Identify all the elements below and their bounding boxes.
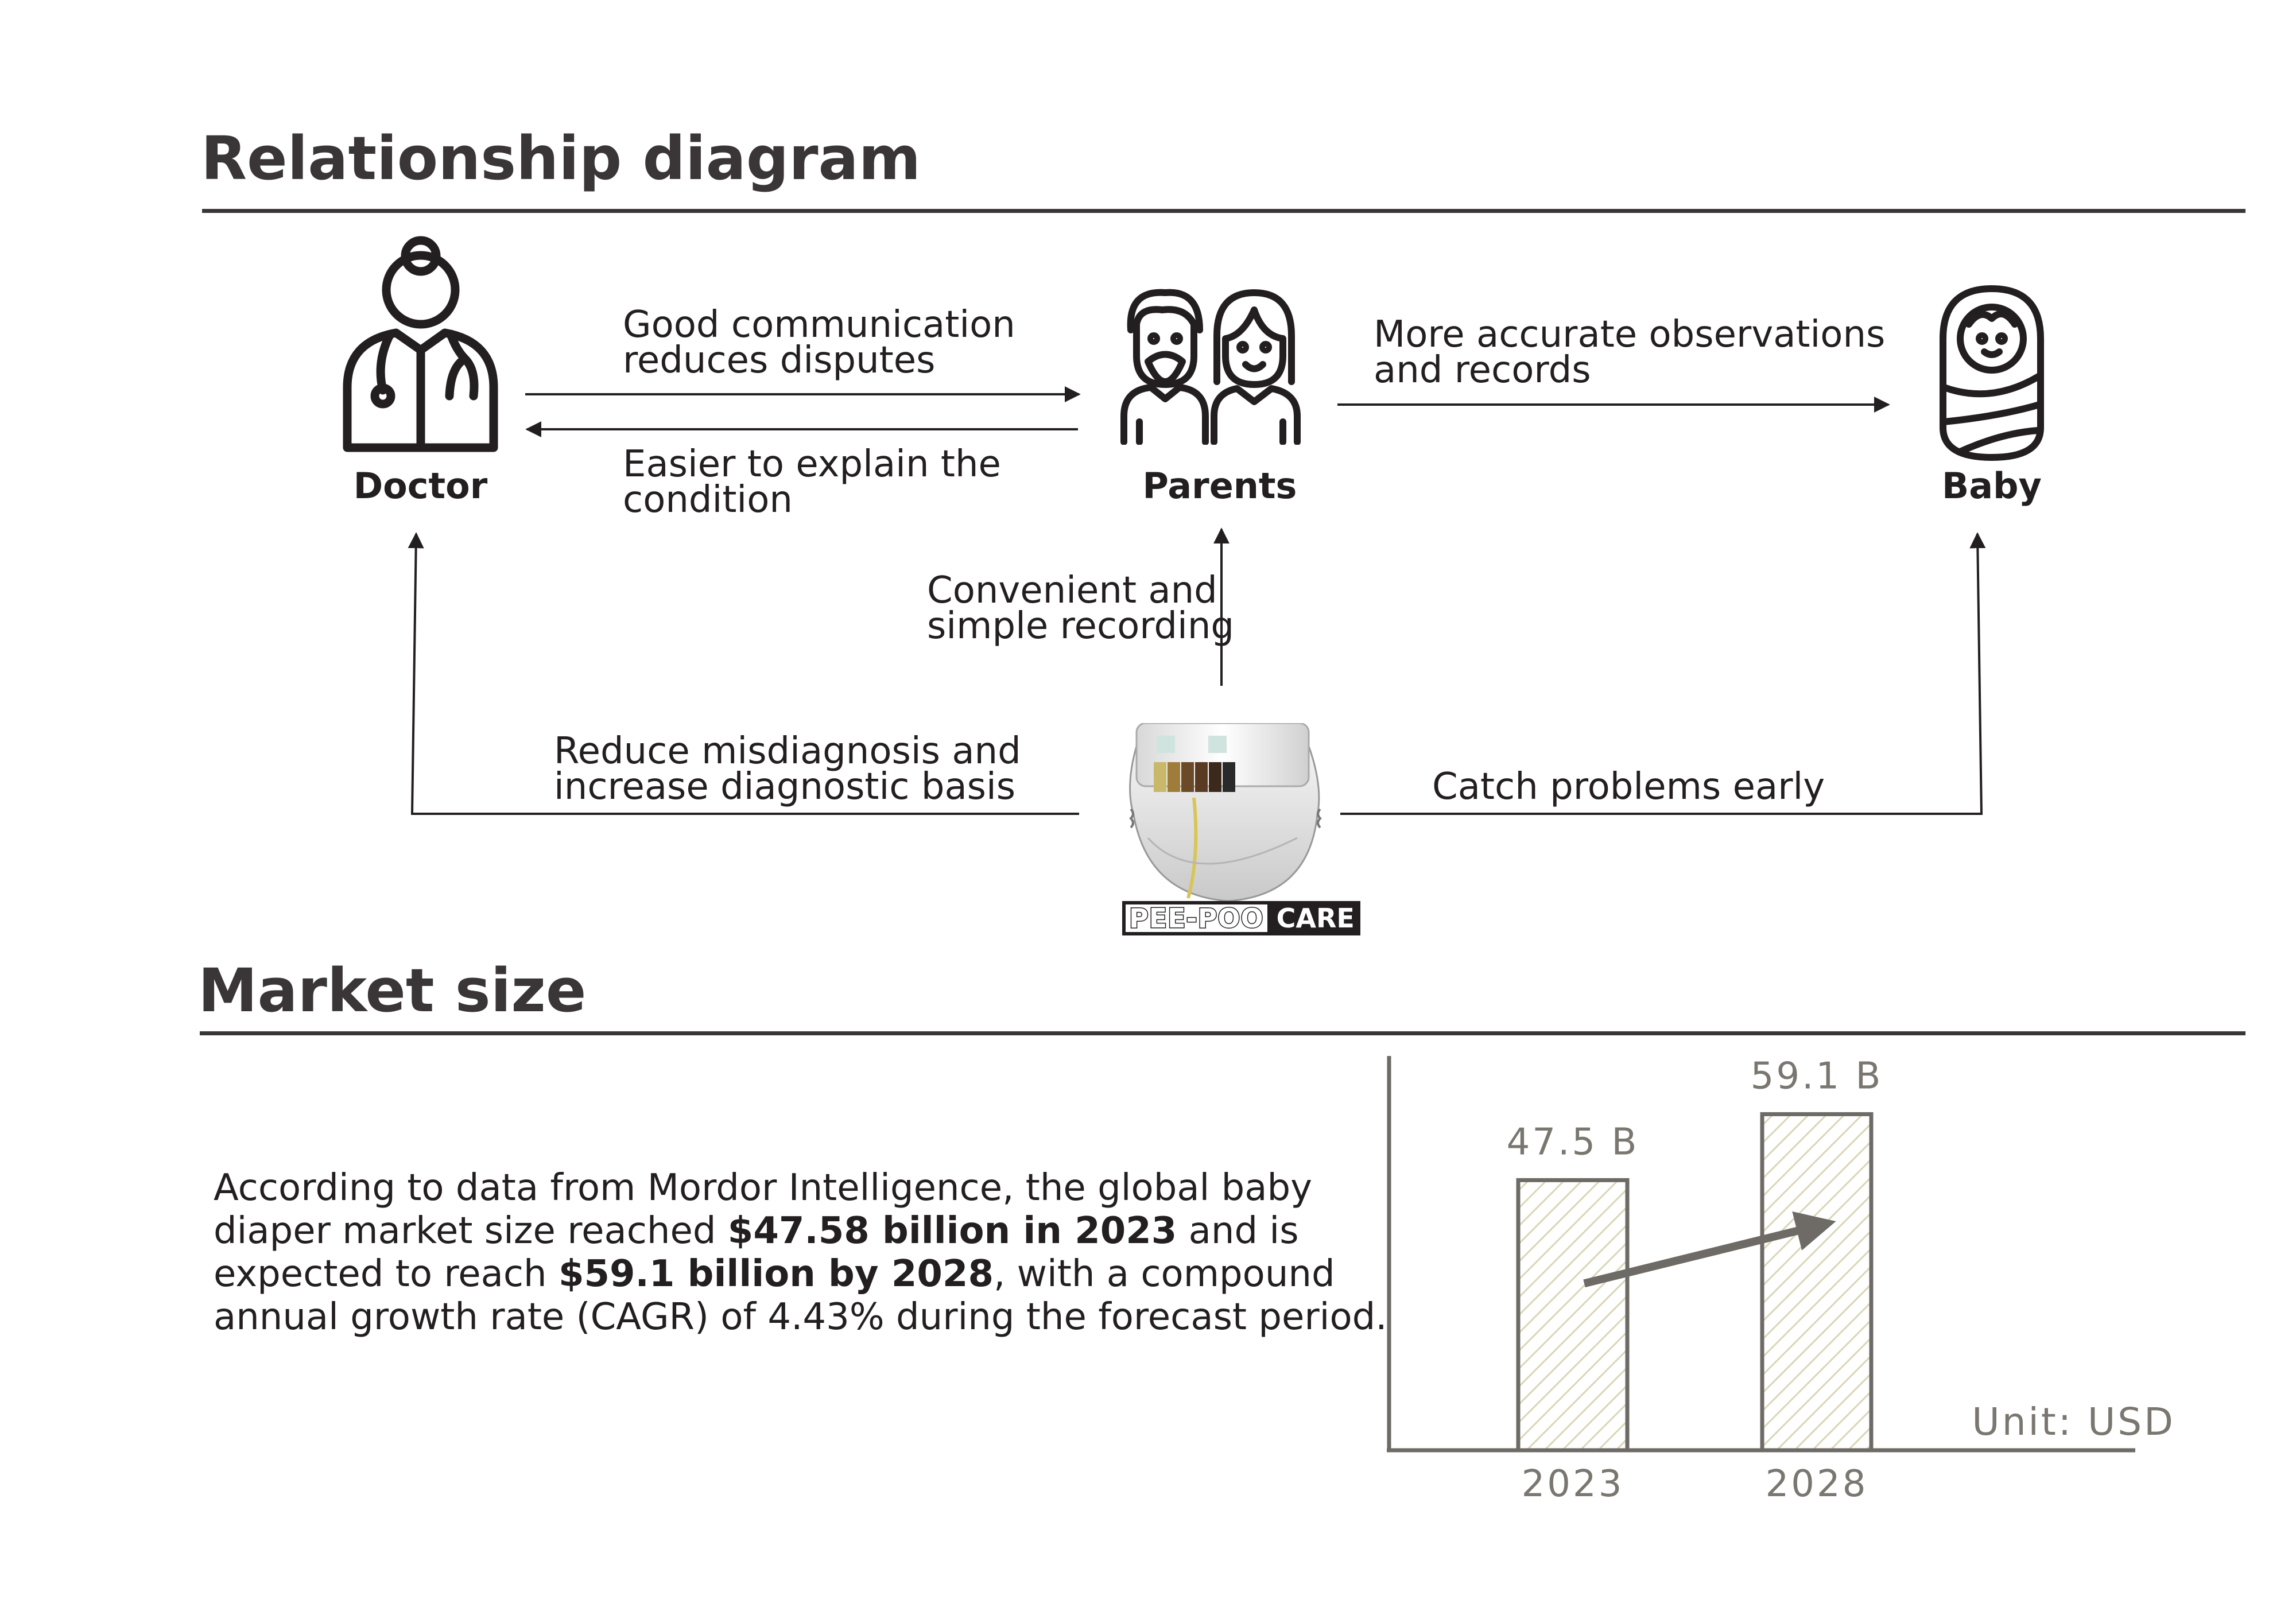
edge-label-line: condition xyxy=(623,479,793,521)
relationship-title: Relationship diagram xyxy=(201,123,921,193)
highlight-2023-value: $47.58 billion in 2023 xyxy=(727,1210,1177,1252)
arrow-diaper-to-baby xyxy=(1340,532,1986,815)
edge-label-line: Convenient and xyxy=(927,569,1217,612)
edge-label-doctor-to-parents: Good communication reduces disputes xyxy=(623,304,1015,382)
edge-label-line: Easier to explain the xyxy=(623,443,1001,486)
logo-left-text: PEE-POO xyxy=(1122,901,1271,935)
edge-label-line: and records xyxy=(1374,349,1591,391)
chart-value-label: 47.5 B xyxy=(1507,1121,1639,1163)
doctor-icon xyxy=(343,236,498,452)
diaper-product-image xyxy=(1129,723,1322,902)
edge-label-diaper-to-doctor: Reduce misdiagnosis and increase diagnos… xyxy=(554,733,1021,805)
edge-label-parents-to-baby: More accurate observations and records xyxy=(1374,313,1886,391)
logo-right-text: CARE xyxy=(1270,901,1360,935)
node-label-baby: Baby xyxy=(1942,465,2042,507)
market-size-chart: 47.5 B 2023 59.1 B 2028 Unit: USD xyxy=(1387,1056,2175,1505)
chart-category-label: 2023 xyxy=(1522,1463,1624,1505)
edge-label-line: reduces disputes xyxy=(623,339,936,382)
node-label-parents: Parents xyxy=(1142,465,1297,507)
edge-label-line: Reduce misdiagnosis and xyxy=(554,730,1021,772)
edge-label-line: simple recording xyxy=(927,605,1234,647)
market-title: Market size xyxy=(198,956,587,1026)
chart-bar-2028 xyxy=(1760,1112,1874,1453)
edge-label-diaper-to-parents: Convenient and simple recording xyxy=(927,569,1234,647)
node-label-doctor: Doctor xyxy=(353,465,488,507)
relationship-divider xyxy=(202,209,2245,213)
edge-label-parents-to-doctor: Easier to explain the condition xyxy=(623,446,1001,518)
market-paragraph: According to data from Mordor Intelligen… xyxy=(214,1167,1387,1339)
edge-label-line: More accurate observations xyxy=(1374,313,1886,356)
edge-label-diaper-to-baby: Catch problems early xyxy=(1432,766,1825,808)
edge-label-line: increase diagnostic basis xyxy=(554,766,1016,808)
market-divider xyxy=(200,1031,2245,1035)
chart-category-label: 2028 xyxy=(1766,1463,1868,1505)
arrow-diaper-to-doctor xyxy=(408,532,1079,815)
paragraph-line: According to data from Mordor Intelligen… xyxy=(214,1167,1312,1209)
chart-unit-label: Unit: USD xyxy=(1972,1400,2175,1444)
chart-bar-2023 xyxy=(1516,1178,1630,1453)
edge-label-line: Good communication xyxy=(623,304,1015,346)
highlight-2028-value: $59.1 billion by 2028 xyxy=(558,1253,994,1295)
edge-label-line: Catch problems early xyxy=(1432,766,1825,808)
parents-icon xyxy=(1120,289,1301,445)
pee-poo-care-logo: PEE-POO CARE xyxy=(1122,901,1360,935)
chart-value-label: 59.1 B xyxy=(1751,1056,1883,1097)
chart-trend-arrow xyxy=(1583,1211,1836,1288)
baby-icon xyxy=(1940,285,2044,461)
paragraph-line: diaper market size reached $47.58 billio… xyxy=(214,1210,1299,1252)
paragraph-line: annual growth rate (CAGR) of 4.43% durin… xyxy=(214,1296,1387,1338)
paragraph-line: expected to reach $59.1 billion by 2028,… xyxy=(214,1253,1335,1295)
